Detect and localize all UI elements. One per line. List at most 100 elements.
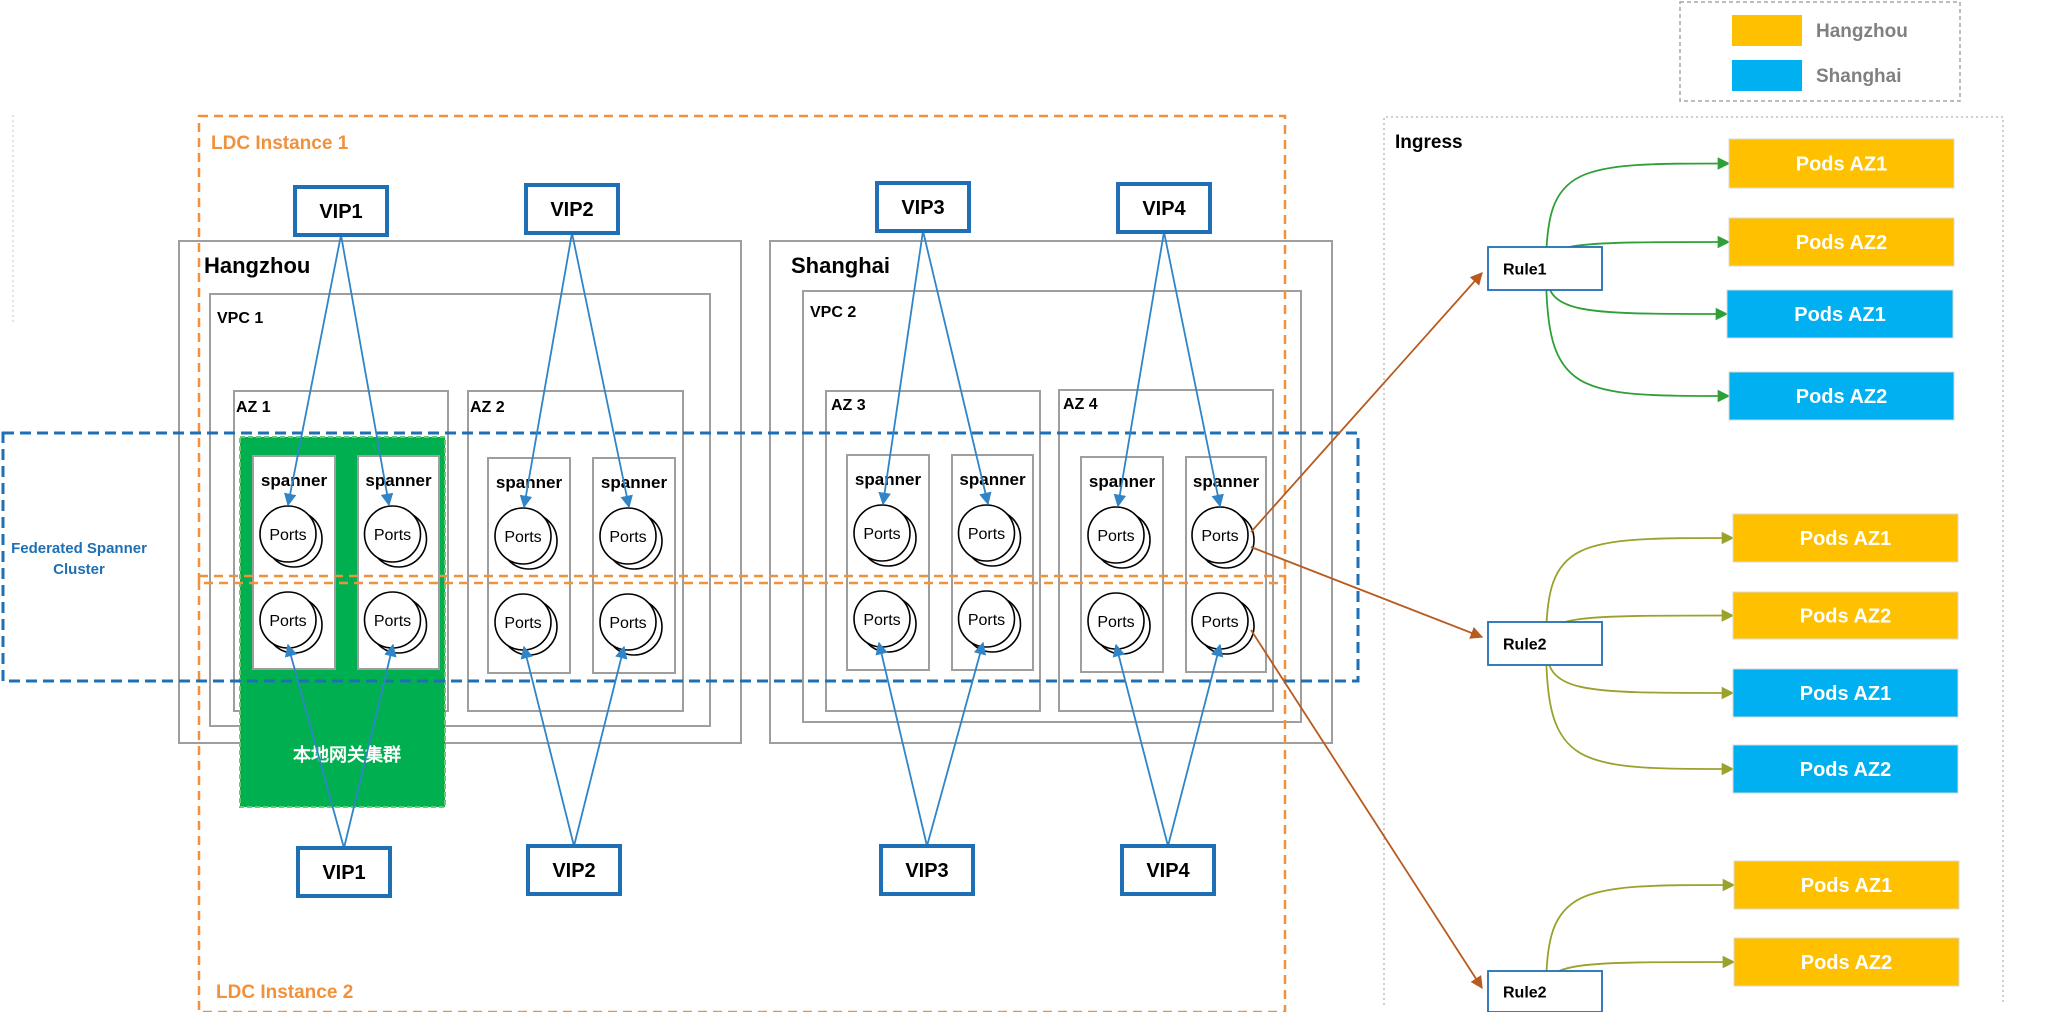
ports-label: Ports [609,529,646,546]
ports-node: Ports [363,505,428,568]
pods-box[interactable]: Pods AZ1 [1726,289,1954,339]
ports-label: Ports [863,526,900,543]
pods-label: Pods AZ1 [1794,304,1886,326]
ports-label: Ports [1097,528,1134,545]
vpc2-box [802,290,1302,723]
pods-box[interactable]: Pods AZ2 [1732,744,1959,794]
arrow-ports-rule2 [1250,546,1484,639]
vip-frame [1120,844,1216,896]
pods-box-fill [1732,513,1959,563]
legend: Hangzhou Shanghai [1679,1,1961,102]
pods-box[interactable]: Pods AZ2 [1733,937,1960,987]
pods-label: Pods AZ2 [1801,952,1893,974]
ports-node: Ports [599,593,663,656]
rule-box[interactable] [1487,621,1603,666]
ports-node: Ports [1087,506,1151,569]
spanner-label: spanner [261,471,328,490]
ldc-instance-2-box [197,574,1287,1014]
pods-box[interactable]: Pods AZ1 [1733,860,1960,910]
vip-arrow [284,643,345,849]
az4-box [1058,389,1274,712]
ingress-frame [1383,116,2004,1005]
vpc1-box [209,293,711,727]
ports-label: Ports [968,612,1005,629]
federated-label-line1: Federated Spanner [11,540,147,557]
vpc1-title: VPC 1 [217,310,263,327]
pods-box[interactable]: Pods AZ2 [1732,591,1959,640]
vip-arrow [878,230,924,506]
pods-label: Pods AZ1 [1801,875,1893,897]
vip-label: VIP4 [1146,860,1190,882]
pods-box[interactable]: Pods AZ2 [1728,371,1955,421]
ports-circle-front [957,590,1016,648]
pods-label: Pods AZ1 [1796,154,1888,176]
vip-label: VIP1 [319,201,362,223]
spanner-label: spanner [365,471,432,490]
az1-title: AZ 1 [236,399,271,416]
spanner-label: spanner [601,473,668,492]
vip-box[interactable]: VIP1 [296,846,392,898]
pods-label: Pods AZ2 [1800,606,1892,628]
vip-frame [526,844,622,896]
vip-box[interactable]: VIP2 [526,844,622,896]
vip-arrow [875,641,928,847]
pods-box-fill [1732,591,1959,640]
spanner-label: spanner [1193,472,1260,491]
pods-label: Pods AZ2 [1796,232,1888,254]
vip-box[interactable]: VIP4 [1116,182,1212,234]
vip-box[interactable]: VIP4 [1120,844,1216,896]
vpc2-title: VPC 2 [810,304,856,321]
vip-label: VIP3 [905,860,948,882]
rule-pod-arrow [1545,157,1731,269]
vip-box[interactable]: VIP3 [875,181,971,233]
vip-frame [1116,182,1212,234]
rule-box[interactable] [1487,970,1603,1013]
pods-box-fill [1732,744,1959,794]
ports-label: Ports [269,527,306,544]
ports-label: Ports [374,613,411,630]
pods-box[interactable]: Pods AZ2 [1728,217,1955,267]
ldc-instance-1-box [197,114,1287,585]
pods-box[interactable]: Pods AZ1 [1728,138,1955,189]
vip-frame [879,844,975,896]
rule-pod-arrow [1545,268,1731,403]
az2-title: AZ 2 [470,399,505,416]
pods-box-fill [1728,217,1955,267]
local-gateway-label: 本地网关集群 [293,744,401,765]
vip-box[interactable]: VIP3 [879,844,975,896]
vip-box[interactable]: VIP1 [293,185,389,237]
az2-box [467,390,684,712]
ports-label: Ports [968,526,1005,543]
vip-frame [293,185,389,237]
pods-box-fill [1732,668,1959,718]
ports-label: Ports [609,615,646,632]
ports-node: Ports [1087,592,1151,655]
rule-box[interactable] [1487,246,1603,291]
ports-node: Ports [259,505,323,568]
pods-box-fill [1733,860,1960,910]
legend-swatch-hangzhou [1732,15,1802,46]
pods-box[interactable]: Pods AZ1 [1732,668,1959,718]
ports-node: Ports [853,504,917,567]
vip-box[interactable]: VIP2 [524,183,620,235]
ports-node: Ports [363,591,428,654]
pods-label: Pods AZ2 [1796,386,1888,408]
rule-label: Rule2 [1503,637,1547,654]
vip-arrow [520,645,575,847]
ports-node: Ports [259,591,323,654]
pods-label: Pods AZ2 [1800,759,1892,781]
legend-frame [1679,1,1961,102]
vip-arrow [1163,231,1224,508]
pods-box[interactable]: Pods AZ1 [1732,513,1959,563]
ports-node: Ports [957,590,1022,653]
